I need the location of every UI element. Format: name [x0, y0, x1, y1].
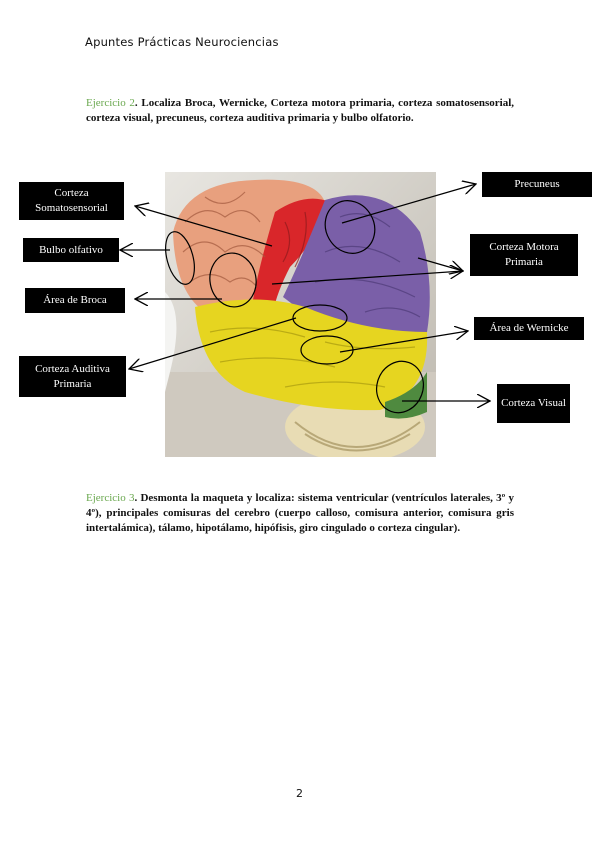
exercise-2-label: Ejercicio 2 [86, 97, 135, 109]
label-precuneus: Precuneus [482, 172, 592, 197]
circle-auditiva [292, 304, 348, 332]
circle-bulbo [165, 231, 195, 285]
exercise-3-text: . Desmonta la maqueta y localiza: sistem… [86, 492, 514, 534]
arrow-precuneus [341, 184, 476, 224]
exercise-3-label: Ejercicio 3 [86, 492, 135, 504]
arrow-wernicke [339, 331, 468, 353]
circle-broca [209, 252, 257, 308]
exercise-3-paragraph: Ejercicio 3. Desmonta la maqueta y local… [86, 491, 514, 536]
label-auditiva: Corteza Auditiva Primaria [19, 356, 126, 397]
arrow-somatosensorial [135, 206, 273, 247]
circle-visual [376, 360, 424, 414]
exercise-2-text: . Localiza Broca, Wernicke, Corteza moto… [86, 97, 515, 124]
brain-model-photo [165, 172, 436, 457]
label-visual: Corteza Visual [497, 384, 570, 423]
label-motora: Corteza Motora Primaria [470, 234, 578, 276]
exercise-2-paragraph: Ejercicio 2. Localiza Broca, Wernicke, C… [86, 96, 514, 126]
label-somatosensorial: Corteza Somatosensorial [19, 182, 124, 220]
document-header: Apuntes Prácticas Neurociencias [85, 35, 279, 49]
label-broca: Área de Broca [25, 288, 125, 313]
label-wernicke: Área de Wernicke [474, 317, 584, 340]
page-number: 2 [296, 787, 303, 800]
arrow-auditiva [129, 317, 297, 369]
circle-wernicke [300, 335, 354, 365]
circle-precuneus [324, 200, 376, 254]
arrow-motora-1 [417, 257, 463, 271]
label-bulbo-olfativo: Bulbo olfativo [23, 238, 119, 262]
arrow-motora-2 [271, 271, 463, 285]
brain-model-illustration [165, 172, 436, 457]
